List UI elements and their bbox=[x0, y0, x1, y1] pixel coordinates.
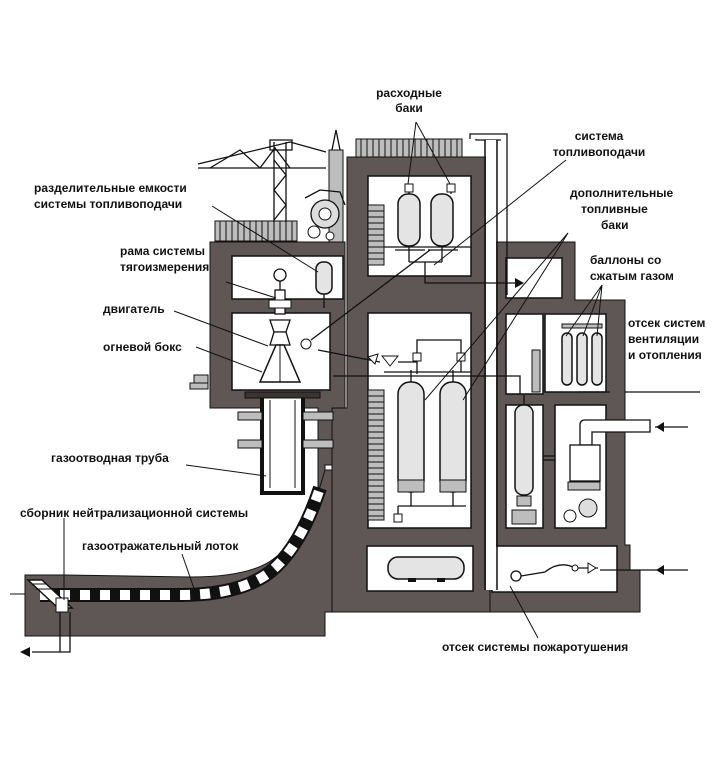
label-ventilation-1: отсек систем bbox=[628, 316, 706, 330]
label-neutralization: сборник нейтрализационной системы bbox=[20, 506, 248, 520]
label-consumable-tanks-2: баки bbox=[395, 101, 422, 115]
fire-suppression-equipment bbox=[387, 556, 598, 582]
wall-hatching bbox=[367, 204, 385, 521]
label-additional-tanks-3: баки bbox=[601, 218, 628, 232]
right-section-equipment bbox=[511, 323, 700, 575]
labels: расходные баки система топливоподачи раз… bbox=[20, 86, 706, 654]
label-consumable-tanks-1: расходные bbox=[376, 86, 442, 100]
consumable-tanks bbox=[384, 183, 524, 288]
roof-structures bbox=[197, 129, 508, 590]
label-fuel-system-2: топливоподачи bbox=[553, 145, 646, 159]
label-deflector: газоотражательный лоток bbox=[82, 539, 239, 553]
label-engine: двигатель bbox=[103, 302, 165, 316]
label-ventilation-3: и отопления bbox=[628, 348, 702, 362]
label-fuel-system-1: система bbox=[575, 129, 624, 143]
label-additional-tanks-1: дополнительные bbox=[570, 186, 674, 200]
label-fire-box: огневой бокс bbox=[103, 340, 182, 354]
deflector-channel bbox=[10, 485, 327, 657]
exhaust-pipe bbox=[237, 391, 334, 495]
label-additional-tanks-2: топливные bbox=[581, 202, 648, 216]
valve-room bbox=[505, 257, 563, 299]
label-thrust-frame-2: тягоизмерения bbox=[120, 260, 209, 274]
label-gas-cylinders-1: баллоны со bbox=[590, 253, 661, 267]
label-thrust-frame-1: рама системы bbox=[120, 244, 205, 258]
label-ventilation-2: вентиляции bbox=[628, 332, 699, 346]
fire-suppression-room bbox=[491, 545, 618, 593]
label-separating-vessels-1: разделительные емкости bbox=[34, 181, 187, 195]
leader-lines bbox=[63, 121, 603, 639]
label-fire-suppression: отсек системы пожаротушения bbox=[442, 640, 628, 654]
label-gas-cylinders-2: сжатым газом bbox=[590, 269, 674, 283]
additional-fuel-tanks bbox=[384, 339, 471, 523]
label-exhaust-pipe: газоотводная труба bbox=[51, 451, 169, 465]
label-separating-vessels-2: системы топливоподачи bbox=[34, 197, 182, 211]
engine-assembly bbox=[189, 249, 521, 395]
